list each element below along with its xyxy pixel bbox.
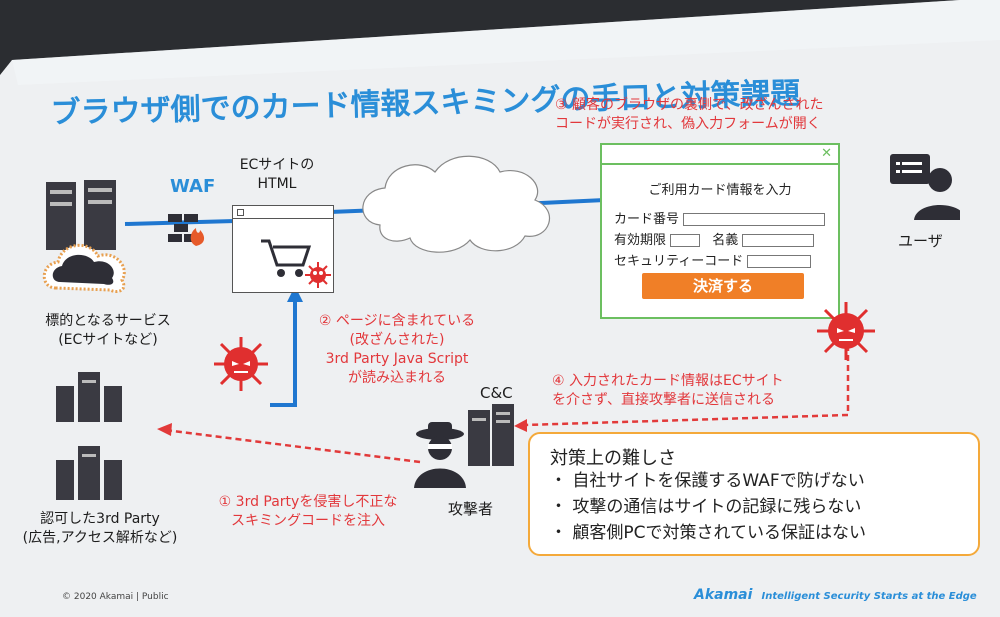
tagline: Intelligent Security Starts at the Edge [762, 591, 977, 602]
challenges-heading: 対策上の難しさ [550, 444, 676, 470]
name-label: 名義 [712, 233, 738, 248]
challenge-item: ・ 自社サイトを保護するWAFで防げない [550, 468, 866, 494]
third-party-label: 認可した3rd Party(広告,アクセス解析など) [20, 510, 180, 548]
close-icon[interactable]: ✕ [821, 146, 832, 161]
challenge-item: ・ 顧客側PCで対策されている保証はない [550, 520, 866, 546]
challenge-item: ・ 攻撃の通信はサイトの記録に残らない [550, 494, 866, 520]
cc-label: C&C [480, 384, 513, 403]
fake-card-form: ✕ ご利用カード情報を入力 カード番号 有効期限 名義 セキュリティーコード 決… [600, 143, 840, 319]
expiry-label: 有効期限 [614, 233, 666, 248]
akamai-brand: Akamai Intelligent Security Starts at th… [694, 584, 977, 603]
malware-small-icon [305, 262, 331, 288]
step1-text: ① 3rd Partyを侵害し不正なスキミングコードを注入 [198, 493, 418, 531]
user-icon [884, 150, 960, 220]
malware-icon-2 [815, 300, 877, 362]
waf-label: WAF [170, 176, 215, 197]
attacker-icon [410, 420, 470, 488]
target-service-label: 標的となるサービス(ECサイトなど) [38, 312, 178, 350]
expiry-input[interactable] [670, 234, 700, 247]
card-number-input[interactable] [683, 213, 825, 226]
name-input[interactable] [742, 234, 814, 247]
card-number-label: カード番号 [614, 212, 679, 227]
copyright-footer: © 2020 Akamai | Public [62, 592, 169, 602]
cc-server-icon [466, 404, 518, 468]
third-party-servers-icon [52, 372, 128, 502]
step4-text: ④ 入力されたカード情報はECサイトを介さず、直接攻撃者に送信される [552, 372, 784, 410]
akamai-logo: Akamai [694, 587, 752, 603]
target-server-icon [38, 180, 138, 300]
malware-icon [212, 335, 270, 393]
step3-text: ③ 顧客のブラウザの裏側で、改ざんされたコードが実行され、偽入力フォームが開く [555, 96, 823, 134]
attacker-label: 攻撃者 [448, 500, 493, 519]
security-code-input[interactable] [747, 255, 811, 268]
security-code-label: セキュリティーコード [614, 254, 743, 269]
user-label: ユーザ [898, 232, 943, 251]
step2-text: ② ページに含まれている(改ざんされた)3rd Party Java Scrip… [302, 312, 492, 388]
pay-button[interactable]: 決済する [642, 273, 804, 299]
form-title: ご利用カード情報を入力 [602, 179, 838, 198]
challenges-box: 対策上の難しさ ・ 自社サイトを保護するWAFで防げない ・ 攻撃の通信はサイト… [528, 432, 980, 556]
firewall-icon [168, 206, 208, 248]
